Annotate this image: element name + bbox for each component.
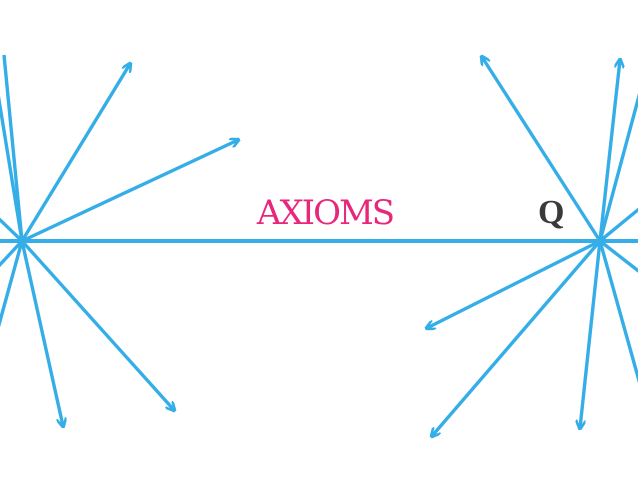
right-ray-right-down	[598, 239, 638, 273]
right-ray-up-right	[598, 93, 638, 242]
left-ray-right-arrow	[21, 140, 238, 243]
left-ray-left-up	[0, 217, 24, 243]
left-ray-left-down	[0, 239, 24, 268]
right-ray-left-arrow	[427, 239, 601, 328]
right-ray-down-right	[598, 240, 638, 384]
left-point-rays	[0, 54, 238, 426]
left-ray-down-arrow	[20, 240, 63, 426]
right-point-rays	[427, 55, 638, 436]
right-ray-right-up	[598, 207, 638, 243]
left-ray-up-right-arrow	[20, 64, 130, 242]
point-q-label: Q	[538, 194, 565, 231]
right-ray-down-left-arrow	[432, 239, 602, 436]
left-ray-down-left	[0, 240, 24, 328]
right-ray-up-left-arrow	[482, 57, 602, 242]
left-ray-up	[2, 54, 24, 242]
left-point	[19, 238, 25, 244]
left-ray-up-left	[0, 95, 24, 242]
right-ray-up-arrow	[598, 60, 620, 242]
left-ray-down-right-arrow	[20, 239, 174, 410]
right-ray-down-arrow	[580, 240, 602, 428]
diagram-title: AXIOMS	[256, 193, 395, 233]
point-q	[597, 238, 603, 244]
